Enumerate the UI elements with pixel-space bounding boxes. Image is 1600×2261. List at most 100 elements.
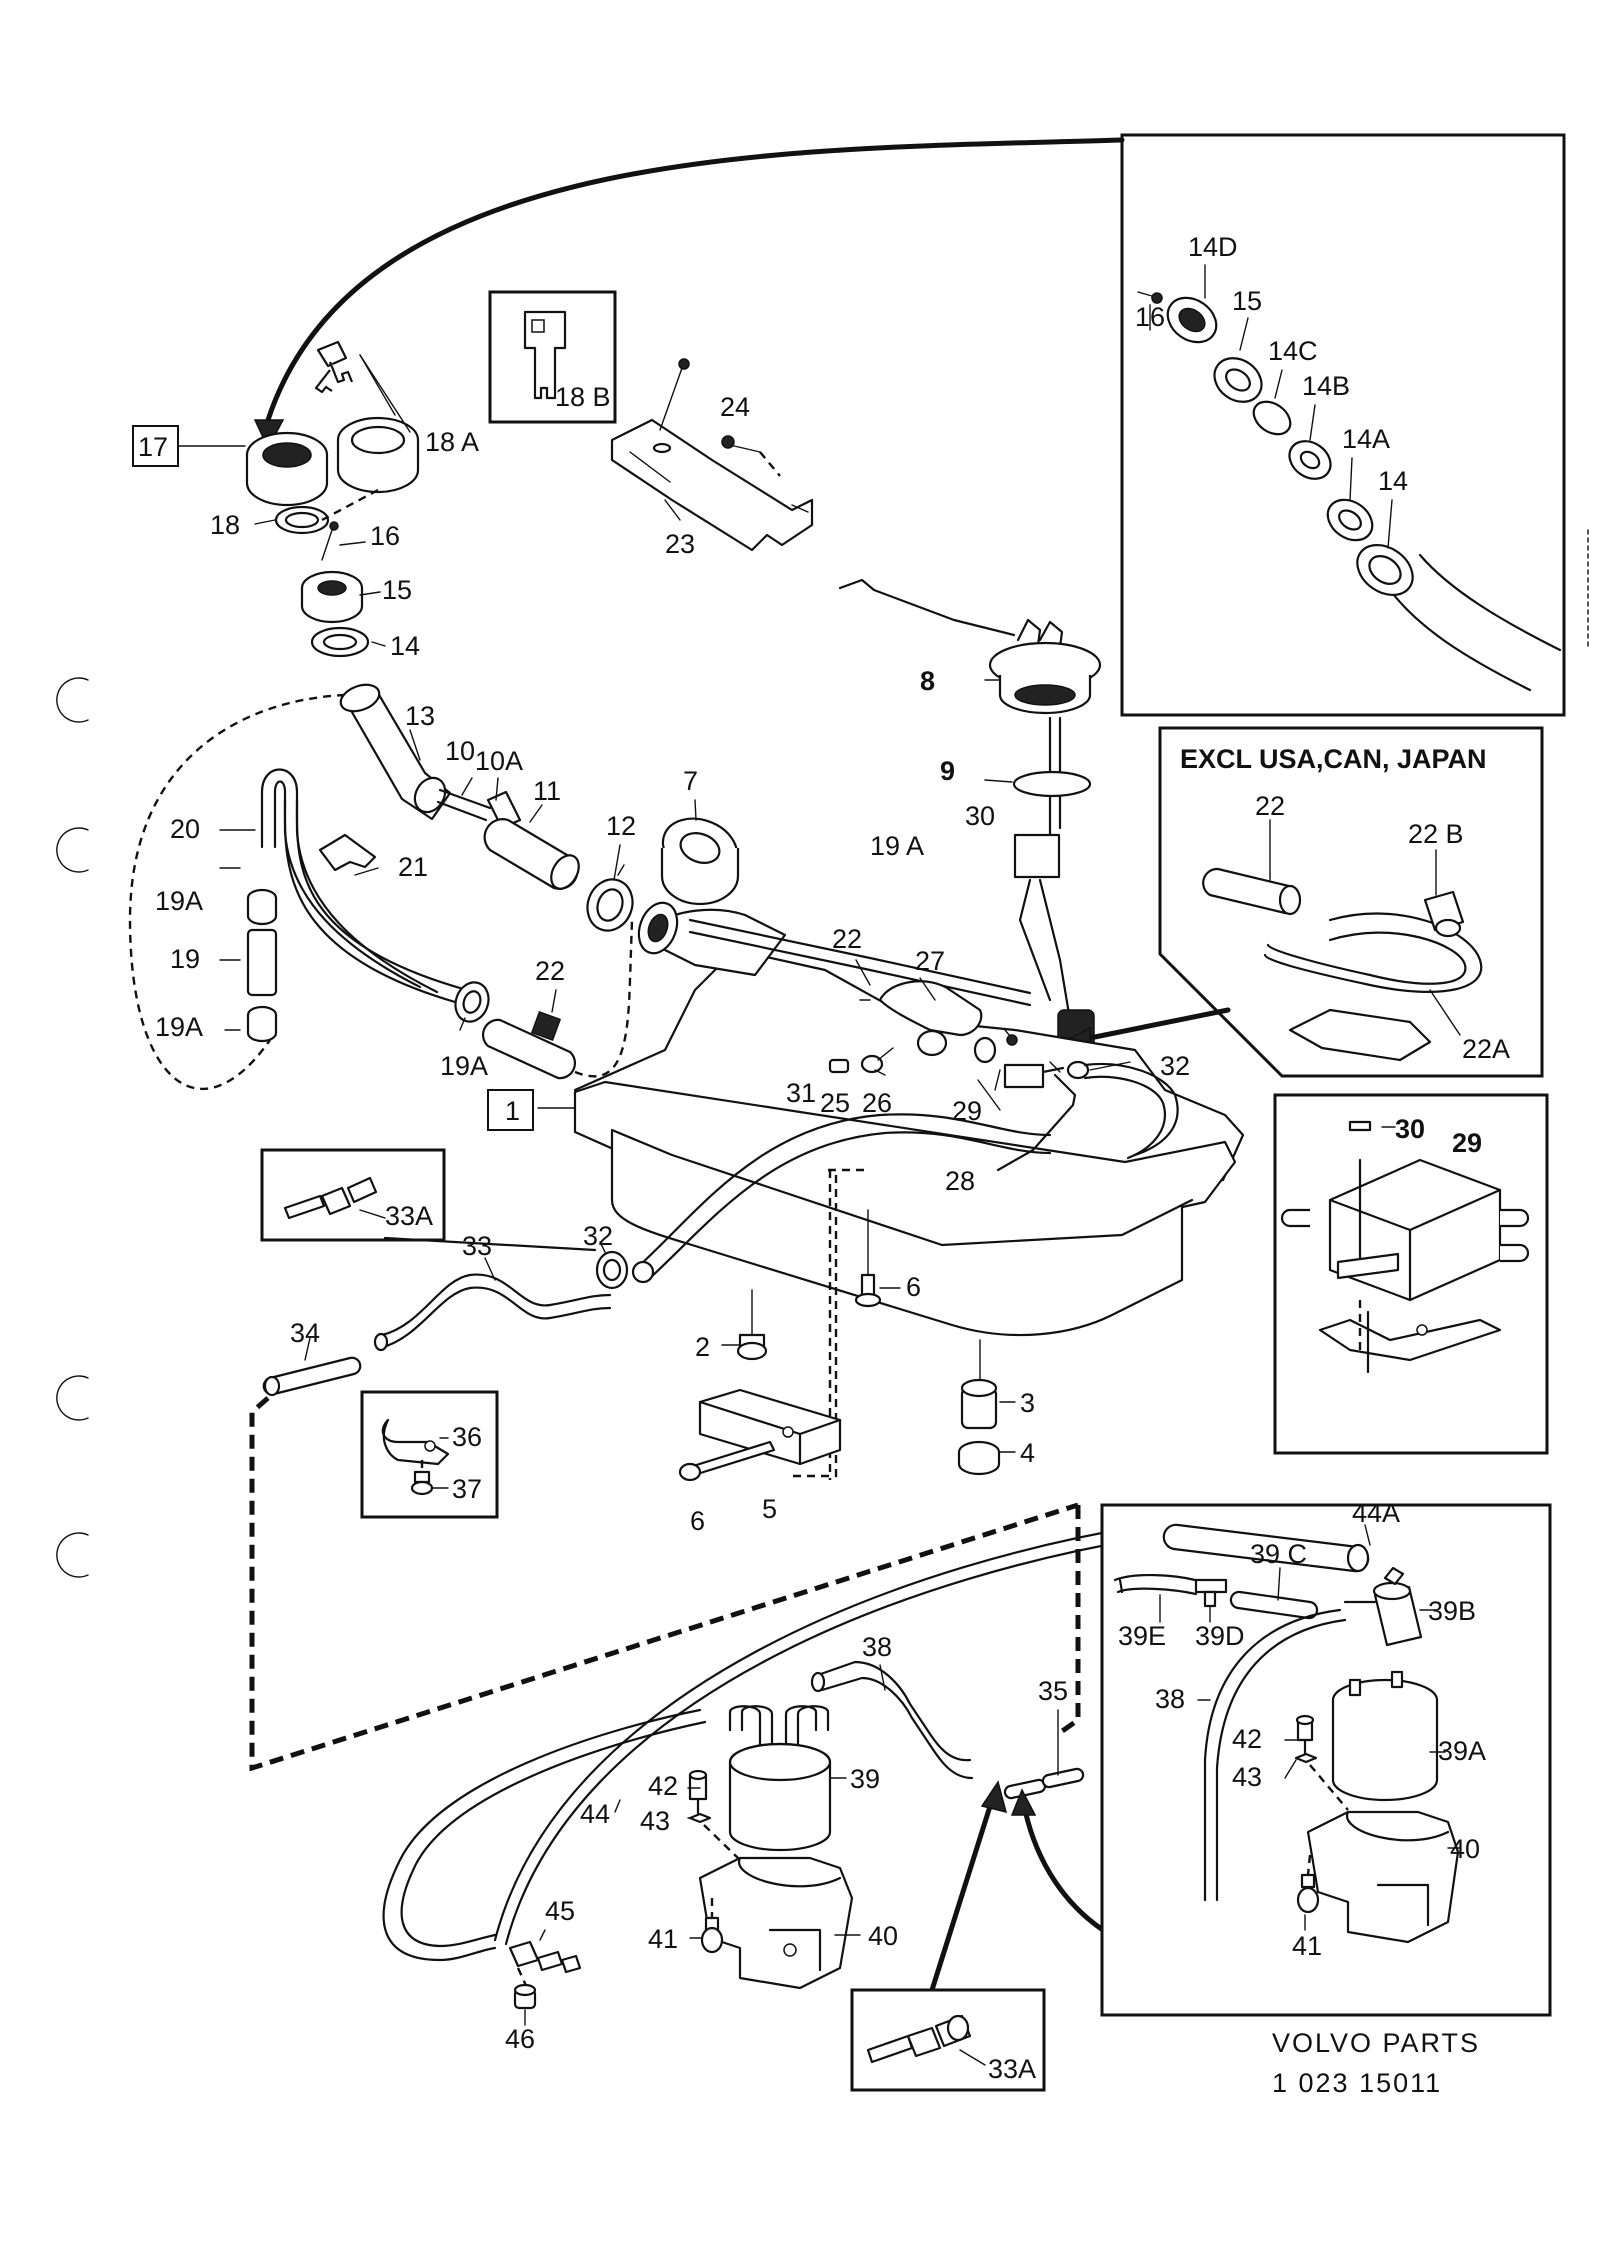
label-35: 35 [1038, 1676, 1068, 1706]
label-26: 26 [862, 1088, 892, 1118]
label-12: 12 [606, 811, 636, 841]
filler-cap-group [132, 340, 420, 658]
label-23: 23 [665, 529, 695, 559]
label-42-left: 42 [648, 1771, 678, 1801]
label-5: 5 [762, 1494, 777, 1524]
inset-label-14a: 14A [1342, 424, 1390, 454]
label-38-left: 38 [862, 1632, 892, 1662]
label-45: 45 [545, 1896, 575, 1926]
label-43-right: 43 [1232, 1762, 1262, 1792]
label-40-left: 40 [868, 1921, 898, 1951]
label-20: 20 [170, 814, 200, 844]
label-30: 30 [965, 801, 995, 831]
inset-label-14b: 14B [1302, 371, 1350, 401]
label-9: 9 [940, 756, 955, 786]
label-22-main: 22 [832, 924, 862, 954]
label-40-right: 40 [1450, 1834, 1480, 1864]
inset-label-14d: 14D [1188, 232, 1238, 262]
inset-excl-label-22: 22 [1255, 791, 1285, 821]
label-37: 37 [452, 1474, 482, 1504]
label-15: 15 [382, 575, 412, 605]
connector-dashes [249, 1396, 1081, 1772]
label-46: 46 [505, 2024, 535, 2054]
label-29: 29 [952, 1096, 982, 1126]
inset-label-15: 15 [1232, 286, 1262, 316]
inset-label-14c: 14C [1268, 336, 1318, 366]
inset-33a-top [260, 1148, 597, 1252]
label-39a: 39A [1438, 1736, 1486, 1766]
label-39b: 39B [1428, 1596, 1476, 1626]
filler-hoses-group [128, 683, 740, 1090]
label-19a-upper: 19A [155, 886, 203, 916]
label-33: 33 [462, 1231, 492, 1261]
label-38-right: 38 [1155, 1684, 1185, 1714]
label-19a-tank: 19 A [870, 831, 924, 861]
label-10a: 10A [475, 746, 523, 776]
inset-excl-heading: EXCL USA,CAN, JAPAN [1180, 744, 1487, 774]
inset-key [488, 290, 617, 424]
label-33a-top: 33A [385, 1201, 433, 1231]
label-2: 2 [695, 1332, 710, 1362]
inset-33a-bottom [850, 1988, 1046, 2092]
inset-to-cap-arrow [253, 137, 1125, 450]
fuel-tank [537, 901, 1245, 1482]
label-6-lower: 6 [690, 1506, 705, 1536]
inset-valve-label-30: 30 [1395, 1114, 1425, 1144]
label-19a-hose: 19A [440, 1051, 488, 1081]
label-14: 14 [390, 631, 420, 661]
label-43-left: 43 [640, 1806, 670, 1836]
footer-part-code: 1 023 15011 [1272, 2068, 1442, 2098]
label-18b: 18 B [555, 382, 611, 412]
label-13: 13 [405, 701, 435, 731]
inset-excl-label-22b: 22 B [1408, 819, 1464, 849]
inset-pump-right [1100, 1503, 1552, 2017]
label-17: 17 [138, 432, 168, 462]
label-19: 19 [170, 944, 200, 974]
label-22-left: 22 [535, 956, 565, 986]
label-39c: 39 C [1250, 1539, 1307, 1569]
bracket-23-group [610, 358, 814, 552]
label-8: 8 [920, 666, 935, 696]
label-41-right: 41 [1292, 1931, 1322, 1961]
label-24: 24 [720, 392, 750, 422]
label-6-upper: 6 [906, 1272, 921, 1302]
label-39: 39 [850, 1764, 880, 1794]
label-7: 7 [683, 766, 698, 796]
label-42-right: 42 [1232, 1724, 1262, 1754]
inset-label-14: 14 [1378, 466, 1408, 496]
label-10: 10 [445, 736, 475, 766]
label-39d: 39D [1195, 1621, 1245, 1651]
label-19a-lower: 19A [155, 1012, 203, 1042]
inset-valve-label-29: 29 [1452, 1128, 1482, 1158]
label-31: 31 [786, 1078, 816, 1108]
label-44: 44 [580, 1799, 610, 1829]
inset-valve [1273, 1093, 1549, 1455]
label-32-left: 32 [583, 1221, 613, 1251]
label-18a: 18 A [425, 427, 479, 457]
binder-holes [56, 529, 1589, 1578]
label-1: 1 [505, 1096, 520, 1126]
label-21: 21 [398, 852, 428, 882]
label-25: 25 [820, 1088, 850, 1118]
label-4: 4 [1020, 1438, 1035, 1468]
label-41-left: 41 [648, 1924, 678, 1954]
inset-filler-neck [1120, 133, 1566, 717]
label-36: 36 [452, 1422, 482, 1452]
label-27: 27 [915, 946, 945, 976]
label-18: 18 [210, 510, 240, 540]
inset-excl-markets [1158, 726, 1544, 1078]
label-39e: 39E [1118, 1621, 1166, 1651]
inset-36-37 [360, 1390, 499, 1519]
hoses-33-34 [262, 1241, 629, 1397]
label-34: 34 [290, 1318, 320, 1348]
label-28: 28 [945, 1166, 975, 1196]
inset-excl-label-22a: 22A [1462, 1034, 1510, 1064]
footer-brand: VOLVO PARTS [1272, 2028, 1480, 2058]
label-33a-bottom: 33A [988, 2054, 1036, 2084]
label-11: 11 [533, 776, 561, 806]
label-32-right: 32 [1160, 1051, 1190, 1081]
inset-label-16: 16 [1135, 302, 1165, 332]
label-16: 16 [370, 521, 400, 551]
label-3: 3 [1020, 1388, 1035, 1418]
